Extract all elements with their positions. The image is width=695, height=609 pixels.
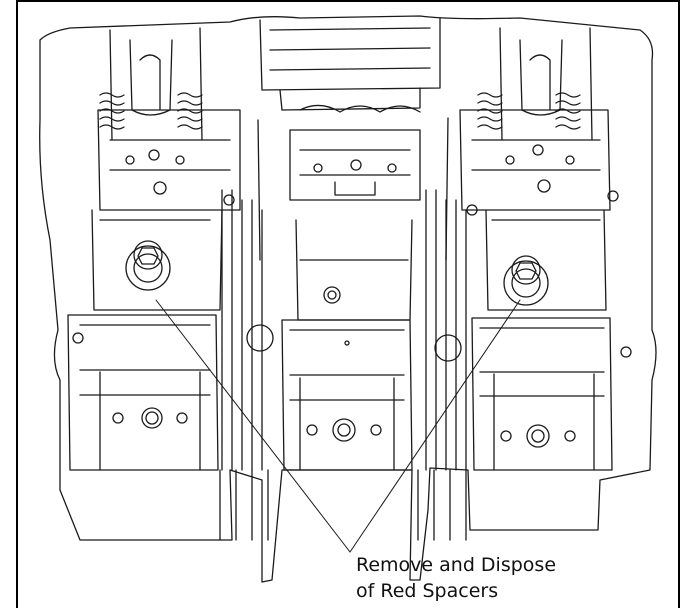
center-terminal-plate [295,219,413,321]
callout-line-1: Remove and Dispose [356,554,557,576]
figure-frame [16,0,680,608]
callout-label: Remove and Dispose of Red Spacers [356,552,556,604]
center-pole-carriage [257,104,449,261]
callout-line-2: of Red Spacers [356,580,499,602]
right-pole-carriage [459,27,611,211]
housing-outline [39,15,657,583]
lower-terminal-left [67,314,219,471]
top-back-panel [259,17,441,91]
phase-barrier-right [417,189,467,541]
left-pole-carriage [97,27,241,211]
lower-terminal-center [281,319,413,471]
callout-leader-lines [155,299,521,553]
right-terminal-plate [466,190,619,311]
phase-barrier-left [219,189,274,541]
lower-terminal-right [471,317,632,471]
left-terminal-plate [91,194,235,311]
